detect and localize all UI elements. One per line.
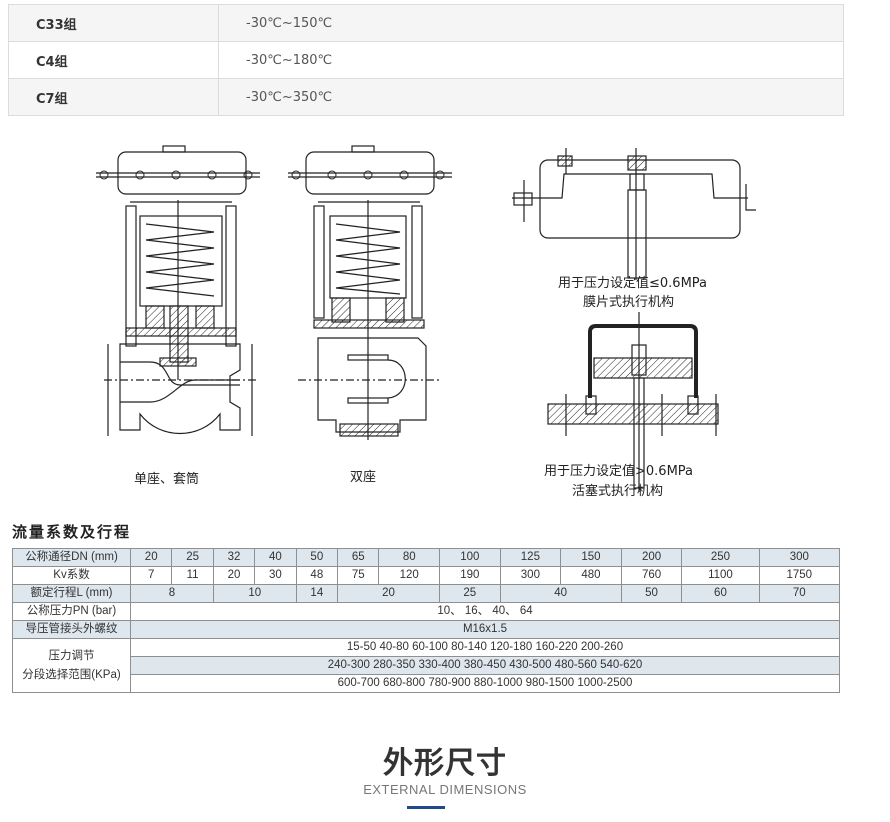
range-label-line1: 压力调节	[48, 649, 95, 662]
kv-cell: 1100	[681, 566, 760, 585]
kv-cell: 75	[337, 566, 380, 585]
range-value: 240-300 280-350 330-400 380-450 430-500 …	[130, 656, 840, 675]
kv-cell: 760	[620, 566, 683, 585]
dn-cell: 250	[681, 548, 760, 567]
kv-cell: 300	[499, 566, 562, 585]
stroke-cell: 14	[295, 584, 339, 603]
group-cell: C7组	[8, 78, 219, 116]
diaphragm-caption-line2: 膜片式执行机构	[583, 295, 675, 310]
dn-cell: 200	[620, 548, 683, 567]
section-accent-bar	[407, 806, 445, 809]
kv-cell: 480	[560, 566, 622, 585]
stroke-cell: 20	[337, 584, 441, 603]
dn-cell: 40	[254, 548, 297, 567]
dn-cell: 80	[378, 548, 441, 567]
range-label: 压力调节 分段选择范围(KPa)	[12, 638, 131, 693]
double-seat-caption: 双座	[350, 470, 377, 485]
range-cell: -30℃~180℃	[218, 41, 844, 79]
dn-label: 公称通径DN (mm)	[12, 548, 131, 567]
group-cell: C4组	[8, 41, 219, 79]
piston-caption-line1: 用于压力设定值>0.6MPa	[544, 464, 694, 479]
stroke-row: 额定行程L (mm) 8 10 14 20 25 40 50 60 70	[12, 584, 841, 603]
kv-row: Kv系数 7 11 20 30 48 75 120 190 300 480 76…	[12, 566, 841, 585]
range-row: 240-300 280-350 330-400 380-450 430-500 …	[13, 656, 840, 675]
range-cell: -30℃~150℃	[218, 4, 844, 42]
section-title: 外形尺寸	[383, 746, 507, 781]
dn-cell: 32	[212, 548, 256, 567]
piston-caption-line2: 活塞式执行机构	[572, 484, 664, 499]
kv-cell: 11	[171, 566, 214, 585]
thread-label: 导压管接头外螺纹	[12, 620, 131, 639]
table-row: C7组 -30℃~350℃	[8, 78, 844, 116]
stroke-cell: 70	[758, 584, 841, 603]
kv-cell: 48	[295, 566, 339, 585]
group-cell: C33组	[8, 4, 219, 42]
table-row: C33组 -30℃~150℃	[8, 4, 844, 42]
range-value: 600-700 680-800 780-900 880-1000 980-150…	[130, 674, 840, 693]
stroke-cell: 8	[130, 584, 214, 603]
kv-cell: 120	[378, 566, 441, 585]
kv-cell: 1750	[758, 566, 841, 585]
range-row: 600-700 680-800 780-900 880-1000 980-150…	[13, 674, 840, 693]
stroke-cell: 25	[439, 584, 501, 603]
kv-cell: 7	[129, 566, 173, 585]
thread-row: 导压管接头外螺纹 M16x1.5	[12, 620, 840, 639]
flow-coefficient-table: 公称通径DN (mm) 20 25 32 40 50 65 80 100 125…	[12, 548, 841, 693]
dn-cell: 20	[129, 548, 173, 567]
piston-actuator-drawing	[547, 312, 719, 492]
dn-cell: 50	[295, 548, 339, 567]
dn-cell: 65	[337, 548, 380, 567]
thread-value: M16x1.5	[130, 620, 840, 639]
dn-cell: 25	[171, 548, 214, 567]
pn-value: 10、 16、 40、 64	[130, 602, 840, 621]
kv-cell: 20	[212, 566, 256, 585]
diaphragm-actuator-drawing	[512, 148, 756, 280]
single-seat-caption: 单座、套筒	[134, 472, 200, 487]
dn-row: 公称通径DN (mm) 20 25 32 40 50 65 80 100 125…	[12, 548, 841, 567]
kv-cell: 30	[254, 566, 297, 585]
stroke-cell: 40	[499, 584, 622, 603]
stroke-cell: 10	[212, 584, 297, 603]
double-seat-valve-drawing	[288, 145, 452, 440]
pn-row: 公称压力PN (bar) 10、 16、 40、 64	[12, 602, 840, 621]
temperature-table: C33组 -30℃~150℃ C4组 -30℃~180℃ C7组 -30℃~35…	[8, 4, 844, 116]
pn-label: 公称压力PN (bar)	[12, 602, 131, 621]
dn-cell: 150	[560, 548, 622, 567]
kv-cell: 190	[439, 566, 501, 585]
kv-label: Kv系数	[12, 566, 131, 585]
dn-cell: 125	[499, 548, 562, 567]
single-seat-valve-drawing	[96, 145, 260, 436]
flow-table-title: 流量系数及行程	[12, 523, 132, 541]
range-value: 15-50 40-80 60-100 80-140 120-180 160-22…	[130, 638, 840, 657]
table-row: C4组 -30℃~180℃	[8, 41, 844, 79]
dn-cell: 100	[439, 548, 501, 567]
valve-drawings: 单座、套筒 双座 用于压力设定值≤0.6MPa 膜片式执行机构 用于压力设定值>…	[0, 140, 890, 510]
range-label-line2: 分段选择范围(KPa)	[22, 668, 121, 681]
dn-cell: 300	[758, 548, 841, 567]
stroke-cell: 60	[681, 584, 760, 603]
diaphragm-caption-line1: 用于压力设定值≤0.6MPa	[558, 276, 708, 291]
stroke-cell: 50	[620, 584, 683, 603]
section-subtitle: EXTERNAL DIMENSIONS	[363, 782, 527, 797]
range-row: 压力调节 分段选择范围(KPa) 15-50 40-80 60-100 80-1…	[12, 638, 840, 693]
stroke-label: 额定行程L (mm)	[12, 584, 131, 603]
range-cell: -30℃~350℃	[218, 78, 844, 116]
